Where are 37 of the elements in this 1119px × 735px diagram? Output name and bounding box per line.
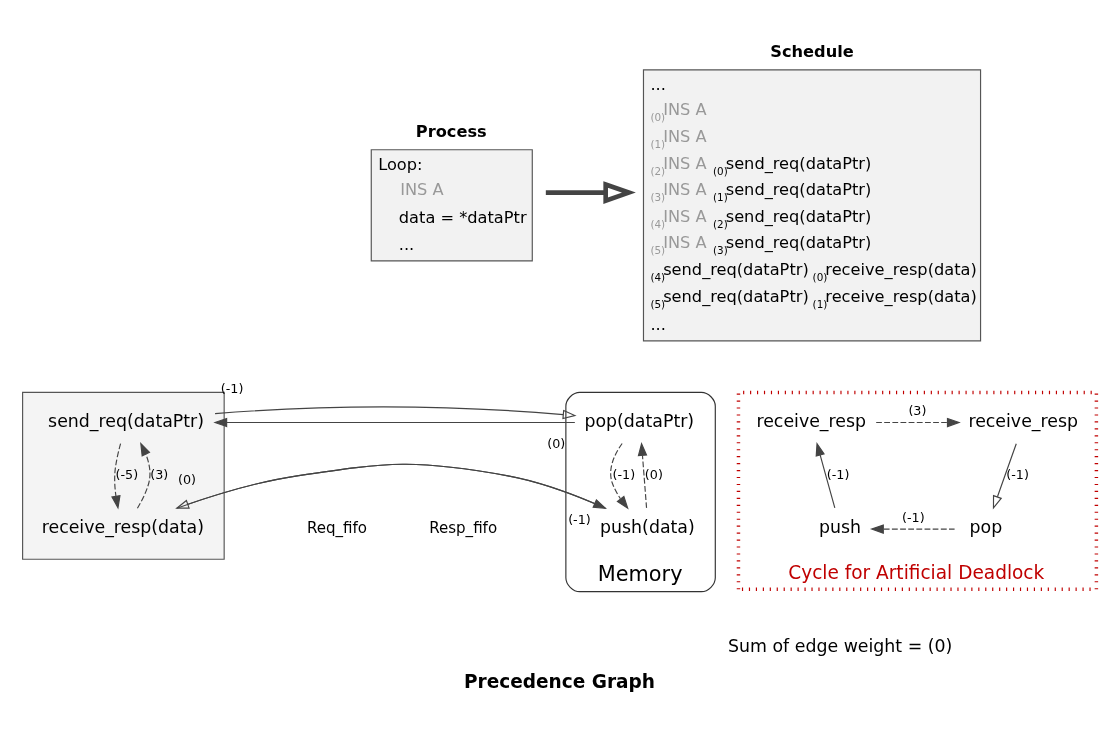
edge-label: (-1) bbox=[568, 512, 591, 528]
node-text: receive_resp(data) bbox=[41, 517, 204, 538]
edge-label: (-1) bbox=[612, 467, 636, 483]
node-label: Schedule bbox=[770, 42, 854, 62]
arrow bbox=[136, 442, 151, 509]
edge-label: (-1) bbox=[220, 381, 244, 397]
node-text: receive_resp bbox=[968, 410, 1079, 431]
edge-label: (-1) bbox=[902, 509, 925, 525]
node-text: pop bbox=[969, 517, 1003, 538]
arrow bbox=[992, 443, 1017, 510]
node-text: push bbox=[818, 517, 862, 538]
arrow bbox=[213, 417, 576, 428]
node-text: receive_resp bbox=[756, 410, 867, 431]
arrow bbox=[815, 442, 836, 509]
edge-label: (-5) bbox=[115, 467, 139, 483]
label: Resp_fifo bbox=[429, 519, 498, 538]
label: Req_fifo bbox=[306, 519, 368, 538]
arrow bbox=[637, 442, 648, 509]
arrow bbox=[610, 442, 629, 510]
label: Sum of edge weight = (0) bbox=[728, 636, 953, 657]
arrow bbox=[214, 406, 577, 420]
edge-label: (0) bbox=[178, 472, 197, 488]
edge-label: (0) bbox=[644, 467, 663, 483]
node-text: push(data) bbox=[600, 517, 695, 538]
arrow bbox=[111, 443, 122, 510]
caption: Precedence Graph bbox=[463, 670, 655, 692]
arrow bbox=[875, 417, 961, 428]
node-text: send_req(dataPtr) bbox=[48, 410, 205, 431]
node-text: pop(dataPtr) bbox=[584, 410, 695, 431]
node-label: Process bbox=[415, 122, 487, 142]
edge-label: (-1) bbox=[826, 467, 850, 483]
edge-label: (3) bbox=[908, 403, 927, 419]
edge-label: (0) bbox=[547, 435, 566, 451]
arrow bbox=[869, 524, 956, 534]
edge-label: (3) bbox=[150, 467, 169, 483]
edge-label: (-1) bbox=[1006, 467, 1029, 483]
arrow bbox=[545, 181, 636, 204]
